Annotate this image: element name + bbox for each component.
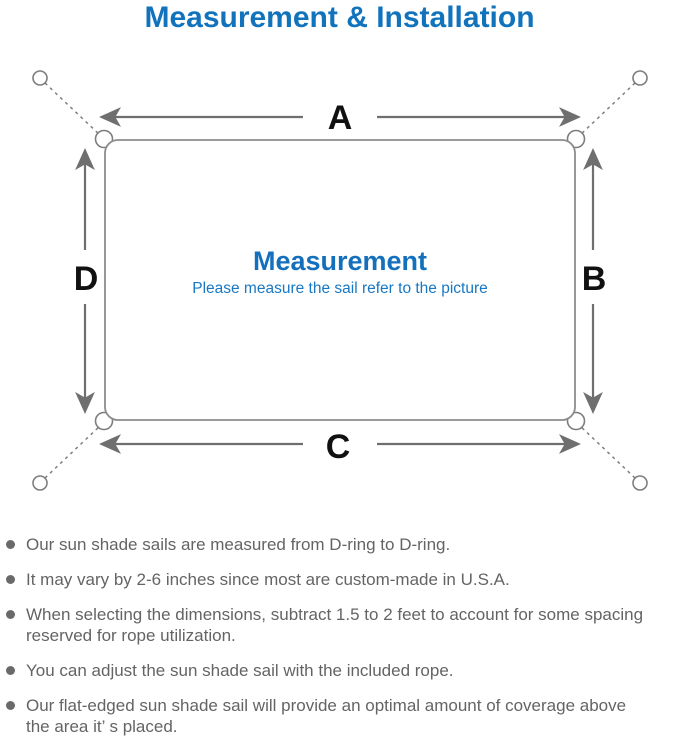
anchor-circle-bottom-right <box>632 475 648 491</box>
rope-bottom-right <box>577 423 636 479</box>
note-text: When selecting the dimensions, subtract … <box>26 604 643 646</box>
list-item: Our sun shade sails are measured from D-… <box>6 534 677 555</box>
diagram-center-subtitle: Please measure the sail refer to the pic… <box>192 280 488 297</box>
diagram-center-title: Measurement <box>253 246 427 276</box>
anchor-circle-top-left <box>32 70 48 86</box>
measurement-diagram: A B C D Measurement Please measure the s… <box>32 70 648 491</box>
note-text: You can adjust the sun shade sail with t… <box>26 660 454 681</box>
anchor-points <box>32 70 648 491</box>
list-item: It may vary by 2-6 inches since most are… <box>6 569 677 590</box>
dimension-label-c: C <box>326 428 351 466</box>
anchor-circle-bottom-left <box>32 475 48 491</box>
note-line: Our sun shade sails are measured from D-… <box>26 535 451 554</box>
note-line: You can adjust the sun shade sail with t… <box>26 661 454 680</box>
bullet-icon <box>6 540 15 549</box>
bullet-icon <box>6 701 15 710</box>
rope-top-left <box>44 82 103 138</box>
dimension-label-b: B <box>582 260 607 298</box>
rope-bottom-left <box>44 423 103 479</box>
note-line: When selecting the dimensions, subtract … <box>26 605 644 624</box>
dimension-label-a: A <box>328 99 353 137</box>
note-line: reserved for rope utilization. <box>26 626 236 645</box>
sail-outline <box>104 139 576 421</box>
dimension-arrows <box>75 107 603 454</box>
note-text: It may vary by 2-6 inches since most are… <box>26 569 510 590</box>
dimension-label-d: D <box>74 260 99 298</box>
note-text: Our sun shade sails are measured from D-… <box>26 534 450 555</box>
note-line: It may vary by 2-6 inches since most are… <box>26 570 510 589</box>
anchor-circle-top-right <box>632 70 648 86</box>
bullet-icon <box>6 610 15 619</box>
rope-top-right <box>577 82 636 138</box>
note-text: Our flat-edged sun shade sail will provi… <box>26 695 626 737</box>
bullet-icon <box>6 575 15 584</box>
anchor-rope-lines <box>44 82 636 479</box>
list-item: Our flat-edged sun shade sail will provi… <box>6 695 677 737</box>
list-item: You can adjust the sun shade sail with t… <box>6 660 677 681</box>
bullet-icon <box>6 666 15 675</box>
note-line: Our flat-edged sun shade sail will provi… <box>26 696 627 715</box>
page-title: Measurement & Installation <box>144 1 535 34</box>
list-item: When selecting the dimensions, subtract … <box>6 604 677 646</box>
notes-list: Our sun shade sails are measured from D-… <box>0 534 679 739</box>
note-line: the area it’ s placed. <box>26 717 178 736</box>
